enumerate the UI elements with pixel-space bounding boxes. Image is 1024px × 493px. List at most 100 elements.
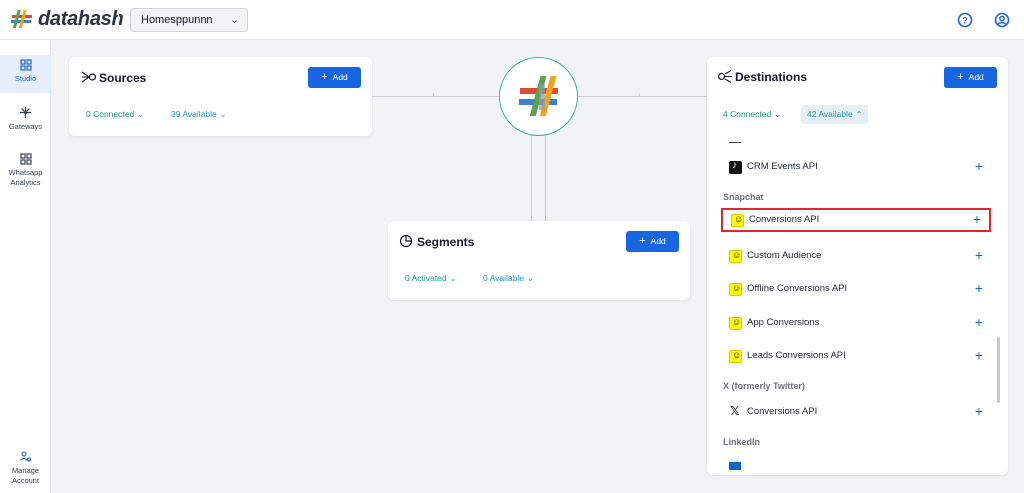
- group-heading-x: X (formerly Twitter): [723, 381, 805, 391]
- svg-text:?: ?: [962, 16, 968, 26]
- list-cutoff-item: [729, 142, 741, 143]
- add-plus-icon[interactable]: +: [974, 347, 983, 363]
- sources-icon: [81, 71, 97, 83]
- available-count: 0 Available: [483, 273, 524, 283]
- arrow-right-icon: ›: [432, 90, 435, 99]
- activated-count: 0 Activated: [405, 273, 447, 283]
- add-plus-icon[interactable]: +: [974, 403, 983, 419]
- add-label: Add: [332, 72, 348, 82]
- edge-hub-segments-a: [531, 134, 532, 222]
- arrow-right-icon: ›: [638, 90, 641, 99]
- snapchat-icon: ☺: [731, 214, 744, 227]
- group-heading-snapchat: Snapchat: [723, 192, 764, 202]
- nav-item-manage-account[interactable]: Manage Account: [0, 450, 51, 486]
- add-plus-icon[interactable]: +: [974, 247, 983, 263]
- destinations-connected-dropdown[interactable]: 4 Connected⌄: [723, 105, 781, 124]
- top-header: datahash Homesppunnn ⌄ ?: [0, 0, 1024, 40]
- chevron-up-icon: ⌃: [855, 110, 863, 119]
- chevron-down-icon: ⌄: [137, 110, 144, 119]
- nav-label-whatsapp-analytics: Whatsapp Analytics: [8, 168, 43, 187]
- network-icon: [20, 107, 31, 118]
- connected-count: 4 Connected: [723, 109, 772, 119]
- tiktok-icon: ♪: [729, 160, 742, 174]
- add-label: Add: [968, 72, 984, 82]
- brand-name: datahash: [38, 8, 124, 30]
- available-count: 42 Available: [807, 109, 853, 119]
- segments-add-button[interactable]: +Add: [626, 231, 679, 252]
- segments-card: Segments +Add 0 Activated⌄ 0 Available⌄: [388, 221, 690, 300]
- linkedin-icon: [729, 462, 741, 470]
- hash-logo-icon: [519, 76, 558, 116]
- sources-connected-dropdown[interactable]: 0 Connected⌄: [86, 105, 144, 124]
- nav-item-studio[interactable]: Studio: [0, 55, 51, 93]
- sources-title: Sources: [99, 71, 147, 85]
- destinations-title: Destinations: [735, 70, 808, 84]
- list-item-snapchat-conversions-api[interactable]: ☺ Conversions API +: [721, 208, 991, 232]
- segments-title: Segments: [417, 235, 475, 249]
- plus-icon: +: [321, 71, 328, 83]
- edge-hub-destinations: [578, 96, 708, 97]
- destinations-add-button[interactable]: + Add: [944, 67, 997, 88]
- list-item-app-conversions[interactable]: ☺ App Conversions +: [721, 313, 991, 337]
- help-circle-icon[interactable]: ?: [957, 12, 973, 28]
- add-plus-icon[interactable]: +: [974, 280, 983, 296]
- list-item-leads-conversions-api[interactable]: ☺ Leads Conversions API +: [721, 346, 991, 370]
- destinations-available-dropdown[interactable]: 42 Available⌃: [801, 105, 869, 124]
- nav-label-gateways: Gateways: [8, 122, 43, 131]
- chevron-down-icon: ⌄: [449, 274, 457, 283]
- edge-hub-segments-b: [545, 134, 546, 222]
- snapchat-icon: ☺: [729, 317, 742, 330]
- snapchat-icon: ☺: [729, 250, 742, 263]
- x-icon: 𝕏: [730, 404, 740, 418]
- users-gear-icon: [20, 451, 32, 462]
- add-plus-icon[interactable]: +: [972, 211, 981, 227]
- list-item-custom-audience[interactable]: ☺ Custom Audience +: [721, 246, 991, 270]
- sources-card: Sources +Add 0 Connected⌄ 39 Available⌄: [69, 57, 372, 136]
- user-circle-icon[interactable]: [994, 12, 1010, 28]
- list-scrollbar[interactable]: [997, 337, 1000, 403]
- grid-icon: [19, 153, 32, 165]
- group-heading-linkedin: LinkedIn: [723, 437, 761, 447]
- item-label: CRM Events API: [747, 161, 818, 172]
- item-label: Leads Conversions API: [747, 350, 846, 361]
- chevron-down-icon: ⌄: [219, 110, 227, 119]
- workspace-select[interactable]: Homesppunnn ⌄: [130, 8, 248, 32]
- item-label: App Conversions: [747, 317, 820, 328]
- hub-node[interactable]: [499, 57, 578, 136]
- chevron-down-icon: ⌄: [526, 274, 534, 283]
- list-item-x-conversions-api[interactable]: 𝕏 Conversions API +: [721, 402, 991, 426]
- snapchat-icon: ☺: [729, 350, 742, 363]
- connected-count: 0 Connected: [86, 109, 135, 119]
- grid-icon: [19, 59, 32, 71]
- plus-icon: +: [957, 71, 964, 83]
- chevron-down-icon: ⌄: [229, 14, 239, 26]
- destinations-icon: [717, 70, 732, 83]
- destinations-card: Destinations + Add 4 Connected⌄ 42 Availa…: [707, 57, 1008, 475]
- edge-sources-hub: [372, 96, 502, 97]
- list-item-offline-conversions-api[interactable]: ☺ Offline Conversions API +: [721, 279, 991, 303]
- item-label: Conversions API: [747, 406, 818, 417]
- chevron-down-icon: ⌄: [774, 110, 781, 119]
- snapchat-icon: ☺: [729, 283, 742, 296]
- left-nav: Studio Gateways Whatsapp Analytics Manag…: [0, 40, 51, 493]
- segments-available-dropdown[interactable]: 0 Available⌄: [483, 269, 534, 288]
- add-plus-icon[interactable]: +: [974, 314, 983, 330]
- workspace-name: Homesppunnn: [141, 14, 213, 26]
- item-label: Conversions API: [749, 214, 820, 225]
- pie-chart-icon: [399, 234, 413, 248]
- available-count: 39 Available: [171, 109, 217, 119]
- nav-item-whatsapp-analytics[interactable]: Whatsapp Analytics: [0, 153, 51, 188]
- nav-label-manage-account: Manage Account: [11, 466, 40, 485]
- add-plus-icon[interactable]: +: [974, 158, 983, 174]
- datahash-logo[interactable]: datahash: [10, 8, 124, 30]
- list-item-crm-events-api[interactable]: ♪ CRM Events API +: [721, 157, 991, 181]
- nav-item-gateways[interactable]: Gateways: [0, 106, 51, 131]
- segments-activated-dropdown[interactable]: 0 Activated⌄: [405, 269, 456, 288]
- header-divider: [118, 8, 119, 32]
- sources-available-dropdown[interactable]: 39 Available⌄: [171, 105, 226, 124]
- add-label: Add: [650, 236, 666, 246]
- item-label: Offline Conversions API: [747, 283, 848, 294]
- nav-label-studio: Studio: [14, 74, 37, 83]
- hash-logo-icon: [11, 10, 32, 28]
- sources-add-button[interactable]: + Add: [308, 67, 361, 88]
